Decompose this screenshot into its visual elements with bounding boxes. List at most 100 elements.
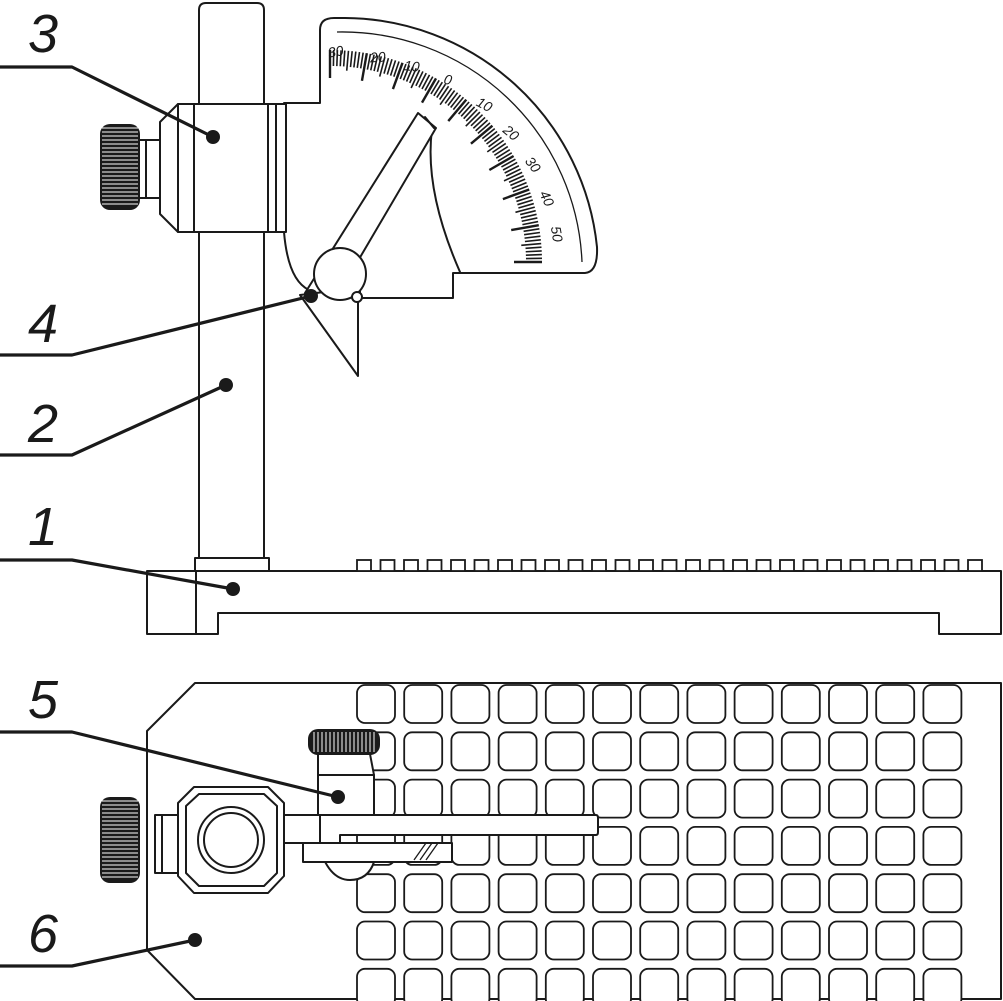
grid-cell	[922, 967, 963, 1001]
grid-cell	[544, 967, 585, 1001]
scale-tick	[410, 69, 421, 89]
scale-tick	[438, 85, 450, 100]
scale-tick	[369, 54, 375, 71]
grid-cell	[922, 731, 963, 772]
callout-label: 5	[28, 670, 59, 730]
scale-tick	[483, 130, 498, 142]
grid-cell	[639, 826, 680, 866]
grid-cell	[828, 967, 868, 1001]
clamp-block	[137, 103, 287, 233]
scale-tick	[393, 61, 400, 77]
grid-cell	[733, 826, 774, 866]
grid-cell	[828, 731, 868, 772]
grid-cell	[686, 731, 727, 772]
grid-cell	[403, 684, 444, 724]
base-slot	[708, 559, 725, 572]
scale-tick	[472, 116, 486, 129]
scale-tick	[430, 79, 440, 95]
grid-cell	[592, 731, 632, 772]
scale-tick	[512, 185, 529, 193]
scale-tick	[465, 111, 481, 127]
scale-tick	[444, 90, 456, 104]
scale-tick	[447, 98, 468, 122]
grid-cell	[733, 967, 774, 1001]
angle-scale	[328, 50, 542, 264]
callout-5: 5	[0, 670, 345, 804]
base-slot	[426, 559, 443, 572]
grid-cell	[356, 967, 396, 1001]
grid-cell	[922, 778, 963, 819]
base-slot	[943, 559, 960, 572]
base-slot	[685, 559, 701, 572]
base-slot	[567, 559, 584, 572]
grid-cell	[828, 920, 868, 961]
scale-tick	[477, 122, 491, 135]
grid-cell	[403, 873, 444, 914]
scale-tick	[497, 152, 513, 162]
scale-label-right: 40	[536, 188, 557, 209]
callouts: 3 4 2 1 5 6	[0, 4, 345, 968]
scale-tick	[386, 59, 393, 75]
callout-label: 2	[27, 394, 58, 454]
scale-tick	[373, 55, 379, 72]
scale-tick	[493, 145, 509, 156]
scale-tick	[523, 228, 540, 233]
scale-tick	[447, 92, 459, 106]
scale-tick	[515, 192, 531, 199]
grid-cell	[403, 731, 444, 772]
grid-cell	[639, 920, 680, 961]
grid-cell	[780, 920, 821, 961]
scale-tick	[424, 76, 434, 91]
grid-cell	[544, 873, 585, 914]
scale-tick	[391, 62, 404, 90]
grid-cell	[592, 826, 632, 866]
callout-3: 3	[0, 4, 220, 144]
scale-tick	[523, 231, 541, 236]
grid-cell	[828, 684, 868, 724]
scale-label-right: 50	[548, 225, 566, 243]
scale-tick	[378, 57, 386, 77]
scale-tick	[503, 171, 523, 182]
scale-tick	[339, 50, 342, 67]
knob-icon	[100, 797, 140, 883]
grid-cell	[733, 731, 774, 772]
scale-tick	[470, 114, 484, 127]
scale-tick	[465, 108, 478, 122]
base-slot	[920, 559, 936, 572]
grid-cell	[780, 826, 821, 866]
base-slot	[403, 559, 419, 572]
scale-tick	[504, 165, 520, 174]
grid-cell	[922, 873, 963, 914]
grid-cell	[875, 873, 916, 914]
grid-cell	[828, 826, 868, 866]
scale-tick	[521, 217, 538, 223]
base-slot	[661, 559, 678, 572]
grid-cell	[639, 684, 680, 724]
grid-cell	[403, 920, 444, 961]
grid-cell	[356, 873, 396, 914]
scale-tick	[488, 136, 502, 148]
grid-cell	[875, 684, 916, 724]
scale-label-left: 20	[368, 48, 386, 65]
base-slot	[873, 559, 889, 572]
scale-tick	[345, 50, 350, 71]
grid-cell	[780, 684, 821, 724]
scale-tick	[521, 242, 542, 247]
base-slot	[544, 559, 560, 572]
scale-tick	[502, 188, 530, 201]
grid-cell	[356, 920, 396, 961]
scale-tick	[463, 106, 476, 120]
grid-cell	[780, 731, 821, 772]
scale-tick	[524, 235, 541, 239]
base-slot	[755, 559, 772, 572]
scale-tick	[399, 63, 407, 80]
callout-label: 6	[28, 904, 59, 964]
grid-cell	[733, 920, 774, 961]
scale-tick	[516, 195, 532, 203]
grid-cell	[780, 778, 821, 819]
grid-cell	[639, 873, 680, 914]
scale-tick	[452, 96, 465, 111]
callout-label: 4	[28, 294, 58, 354]
base-slot	[473, 559, 490, 572]
